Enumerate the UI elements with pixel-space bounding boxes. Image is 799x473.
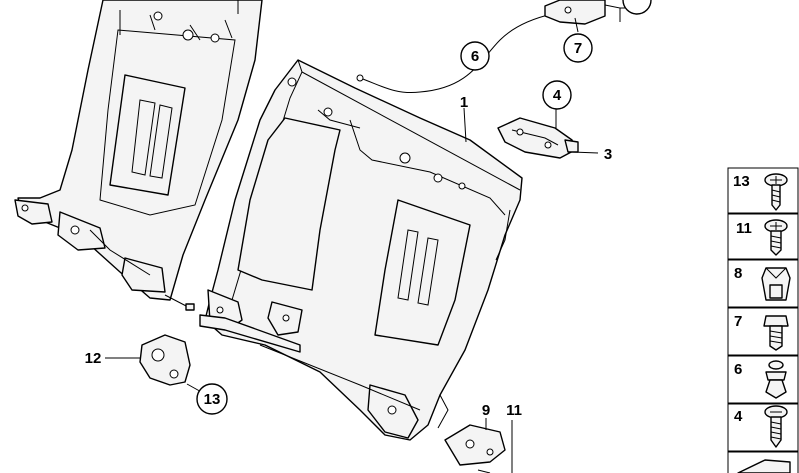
main-backrest-frame <box>199 59 523 441</box>
callout-6: 6 <box>460 41 490 71</box>
bracket-12 <box>139 334 191 386</box>
callout-12-label: 12 <box>85 350 102 367</box>
callout-7-label: 7 <box>574 40 582 57</box>
clip-nut-icon <box>761 267 791 301</box>
fastener-legend: 13 11 8 7 6 4 <box>727 167 799 473</box>
callout-13-label: 13 <box>204 391 221 408</box>
torx-screw-icon <box>764 173 788 211</box>
hex-bolt-icon <box>763 315 789 351</box>
legend-label-8: 8 <box>734 265 742 282</box>
torx-screw-icon <box>764 219 788 256</box>
lock-mechanism <box>497 117 579 159</box>
callout-11-label: 11 <box>506 402 522 419</box>
legend-label-13: 13 <box>733 173 750 190</box>
release-cable <box>359 13 553 94</box>
callout-7: 7 <box>563 33 593 63</box>
callout-4: 4 <box>542 80 572 110</box>
callout-3-label: 3 <box>604 146 612 163</box>
cable-end <box>356 74 364 82</box>
callout-top-right <box>622 0 652 15</box>
callout-1-label: 1 <box>460 94 468 111</box>
bracket-9 <box>444 424 506 473</box>
callout-6-label: 6 <box>471 48 479 65</box>
legend-label-7: 7 <box>734 313 742 330</box>
callout-9-label: 9 <box>482 402 490 419</box>
lock-housing <box>544 0 621 25</box>
callout-4-label: 4 <box>553 87 562 104</box>
pan-screw-icon <box>764 405 788 448</box>
legend-label-6: 6 <box>734 361 742 378</box>
callout-13: 13 <box>196 383 228 415</box>
partial-fastener-icon <box>737 459 791 473</box>
expanding-rivet-icon <box>765 360 787 399</box>
legend-label-11: 11 <box>736 220 752 237</box>
legend-label-4: 4 <box>734 408 743 425</box>
left-backrest-frame <box>14 0 263 311</box>
